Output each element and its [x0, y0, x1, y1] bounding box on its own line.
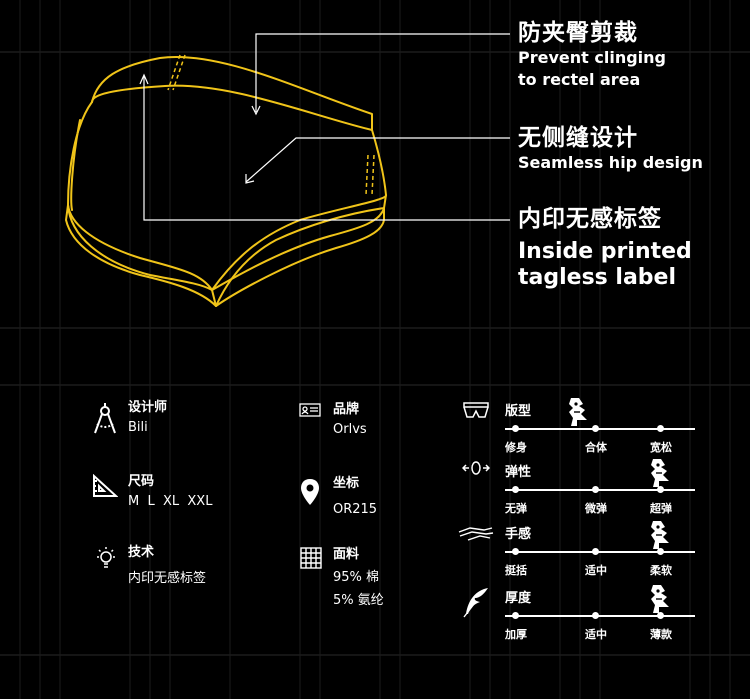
scale-title: 手感	[505, 527, 532, 542]
callout-seamless-title: 无侧缝设计	[518, 125, 638, 151]
scale-label: 无弹	[505, 502, 527, 515]
callout-seamless-en1: Seamless hip design	[518, 153, 703, 172]
scale-track	[505, 489, 695, 491]
scale-dot	[657, 425, 664, 432]
scale-1: 弹性无弹 微弹 超弹	[505, 459, 695, 515]
id-card-icon	[299, 403, 321, 417]
scale-dot	[512, 425, 519, 432]
scale-title: 弹性	[505, 465, 532, 480]
spec-designer-label: 设计师	[128, 400, 168, 415]
callout-tagless-en2: tagless label	[518, 265, 677, 290]
callout-anti-clinging-title: 防夹臀剪裁	[518, 20, 638, 46]
scale-label: 宽松	[650, 441, 672, 454]
callout-seamless: 无侧缝设计 Seamless hip design	[518, 124, 703, 174]
ruler-triangle-icon	[93, 474, 118, 497]
hand-feel-icon	[458, 527, 494, 541]
stretch-icon	[462, 461, 490, 475]
spec-fabric: 面料 95% 棉 5% 氨纶	[333, 545, 384, 611]
scale-3: 厚度加厚 适中 薄款	[505, 585, 695, 641]
scale-dot	[512, 548, 519, 555]
spec-fabric-label: 面料	[333, 547, 360, 562]
scale-marker-icon	[651, 585, 669, 613]
scale-label: 微弹	[585, 502, 607, 515]
spec-designer-value: Bili	[128, 420, 148, 435]
briefs-outline-illustration	[65, 33, 510, 307]
scale-label: 柔软	[650, 564, 672, 577]
scale-label: 薄款	[650, 628, 672, 641]
callout-anti-clinging-en1: Prevent clinging	[518, 48, 666, 67]
scale-track	[505, 551, 695, 553]
spec-origin-value: OR215	[333, 502, 378, 517]
scale-title: 版型	[505, 404, 532, 419]
scale-marker-icon	[651, 521, 669, 549]
location-pin-icon	[301, 479, 319, 505]
spec-tech-label: 技术	[128, 545, 155, 560]
scale-label: 挺括	[505, 564, 527, 577]
lightbulb-icon	[97, 547, 115, 568]
spec-fabric-value2: 5% 氨纶	[333, 593, 384, 608]
scale-dot	[512, 486, 519, 493]
scale-track	[505, 428, 695, 430]
callout-tagless: 内印无感标签 Inside printed tagless label	[518, 205, 692, 291]
spec-designer: 设计师 Bili	[128, 398, 167, 438]
scale-marker-icon	[651, 459, 669, 487]
spec-size: 尺码 M L XL XXL	[128, 472, 212, 512]
callout-tagless-title: 内印无感标签	[518, 206, 662, 232]
scale-dot	[592, 548, 599, 555]
scale-label: 修身	[505, 441, 527, 454]
spec-fabric-value1: 95% 棉	[333, 570, 380, 585]
briefs-icon	[463, 402, 489, 418]
spec-brand-label: 品牌	[333, 402, 360, 417]
scale-dot	[592, 612, 599, 619]
spec-brand-value: Orlvs	[333, 422, 367, 437]
scale-label: 适中	[585, 564, 607, 577]
scale-dot	[592, 486, 599, 493]
callout-anti-clinging-en2: to rectel area	[518, 70, 641, 89]
scale-dot	[657, 548, 664, 555]
callout-anti-clinging: 防夹臀剪裁 Prevent clinging to rectel area	[518, 19, 666, 91]
scale-dot	[657, 486, 664, 493]
scale-label: 适中	[585, 628, 607, 641]
scale-label: 加厚	[505, 628, 527, 641]
scale-title: 厚度	[505, 591, 532, 606]
scale-dot	[512, 612, 519, 619]
spec-size-label: 尺码	[128, 474, 155, 489]
scale-0: 版型修身 合体 宽松	[505, 398, 695, 454]
scale-dot	[592, 425, 599, 432]
spec-tech-value: 内印无感标签	[128, 571, 207, 586]
scale-label: 合体	[585, 441, 607, 454]
spec-origin: 坐标 OR215	[333, 474, 377, 520]
callout-tagless-en1: Inside printed	[518, 239, 692, 264]
scale-dot	[657, 612, 664, 619]
spec-origin-label: 坐标	[333, 476, 360, 491]
feather-icon	[463, 588, 488, 618]
scale-track	[505, 615, 695, 617]
scale-marker-icon	[568, 398, 587, 426]
spec-brand: 品牌 Orlvs	[333, 400, 367, 440]
spec-tech: 技术 内印无感标签	[128, 543, 206, 589]
scale-label: 超弹	[650, 502, 672, 515]
spec-size-value: M L XL XXL	[128, 494, 213, 509]
grid-fabric-icon	[300, 547, 322, 569]
compass-icon	[94, 403, 116, 434]
scale-2: 手感挺括 适中 柔软	[505, 521, 695, 577]
